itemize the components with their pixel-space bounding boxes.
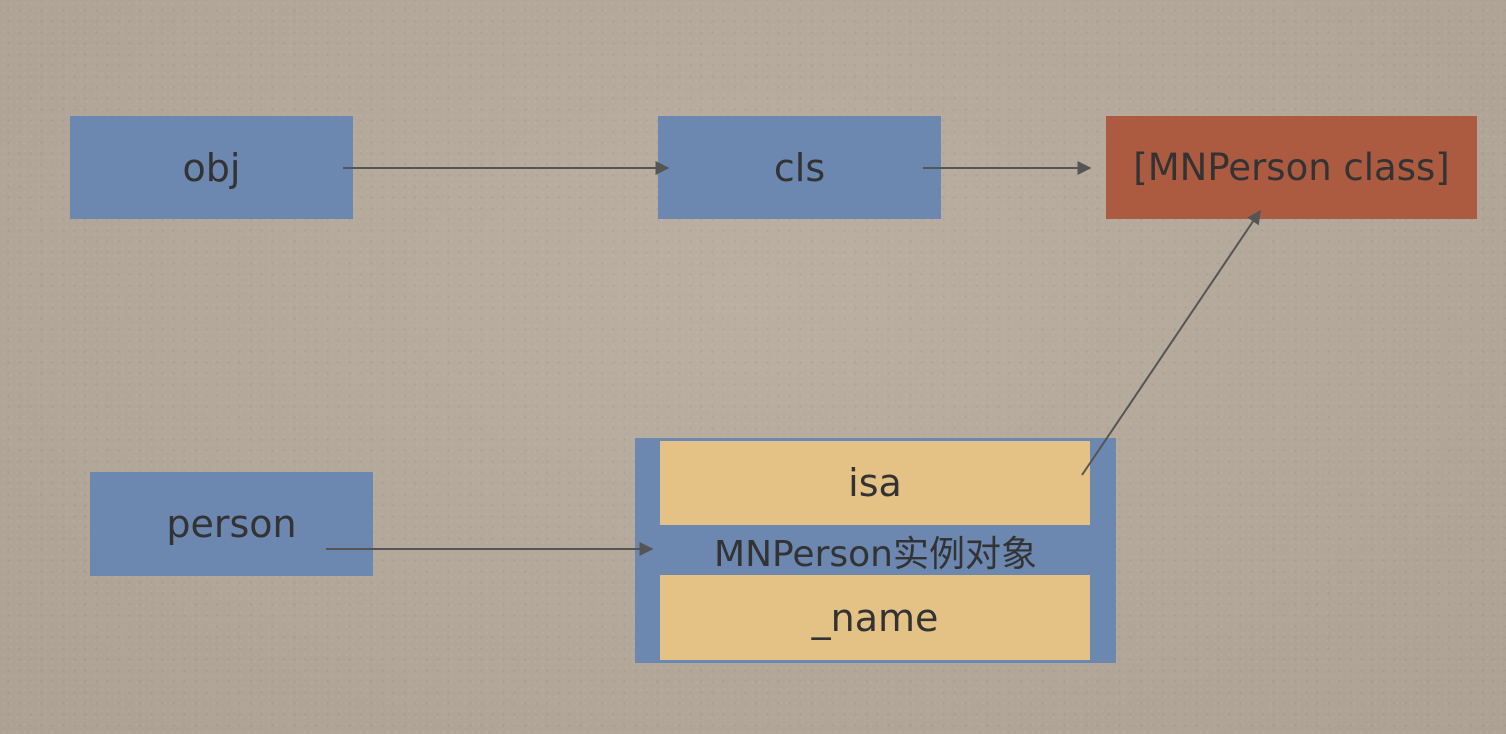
isa-slot: isa (660, 441, 1090, 525)
obj-label: obj (182, 145, 241, 190)
person-label: person (166, 502, 297, 546)
mnperson-instance-label: MNPerson实例对象 (714, 534, 1037, 575)
name-slot: _name (660, 575, 1090, 660)
cls-label: cls (773, 145, 826, 190)
person-node: person (90, 472, 373, 576)
arrow-isa-to-class (1081, 209, 1261, 476)
obj-node: obj (70, 116, 353, 219)
isa-label: isa (848, 461, 902, 505)
mnperson-class-label: [MNPerson class] (1133, 146, 1450, 189)
mnperson-class-node: [MNPerson class] (1106, 116, 1477, 219)
cls-node: cls (658, 116, 941, 219)
name-label: _name (811, 595, 939, 640)
